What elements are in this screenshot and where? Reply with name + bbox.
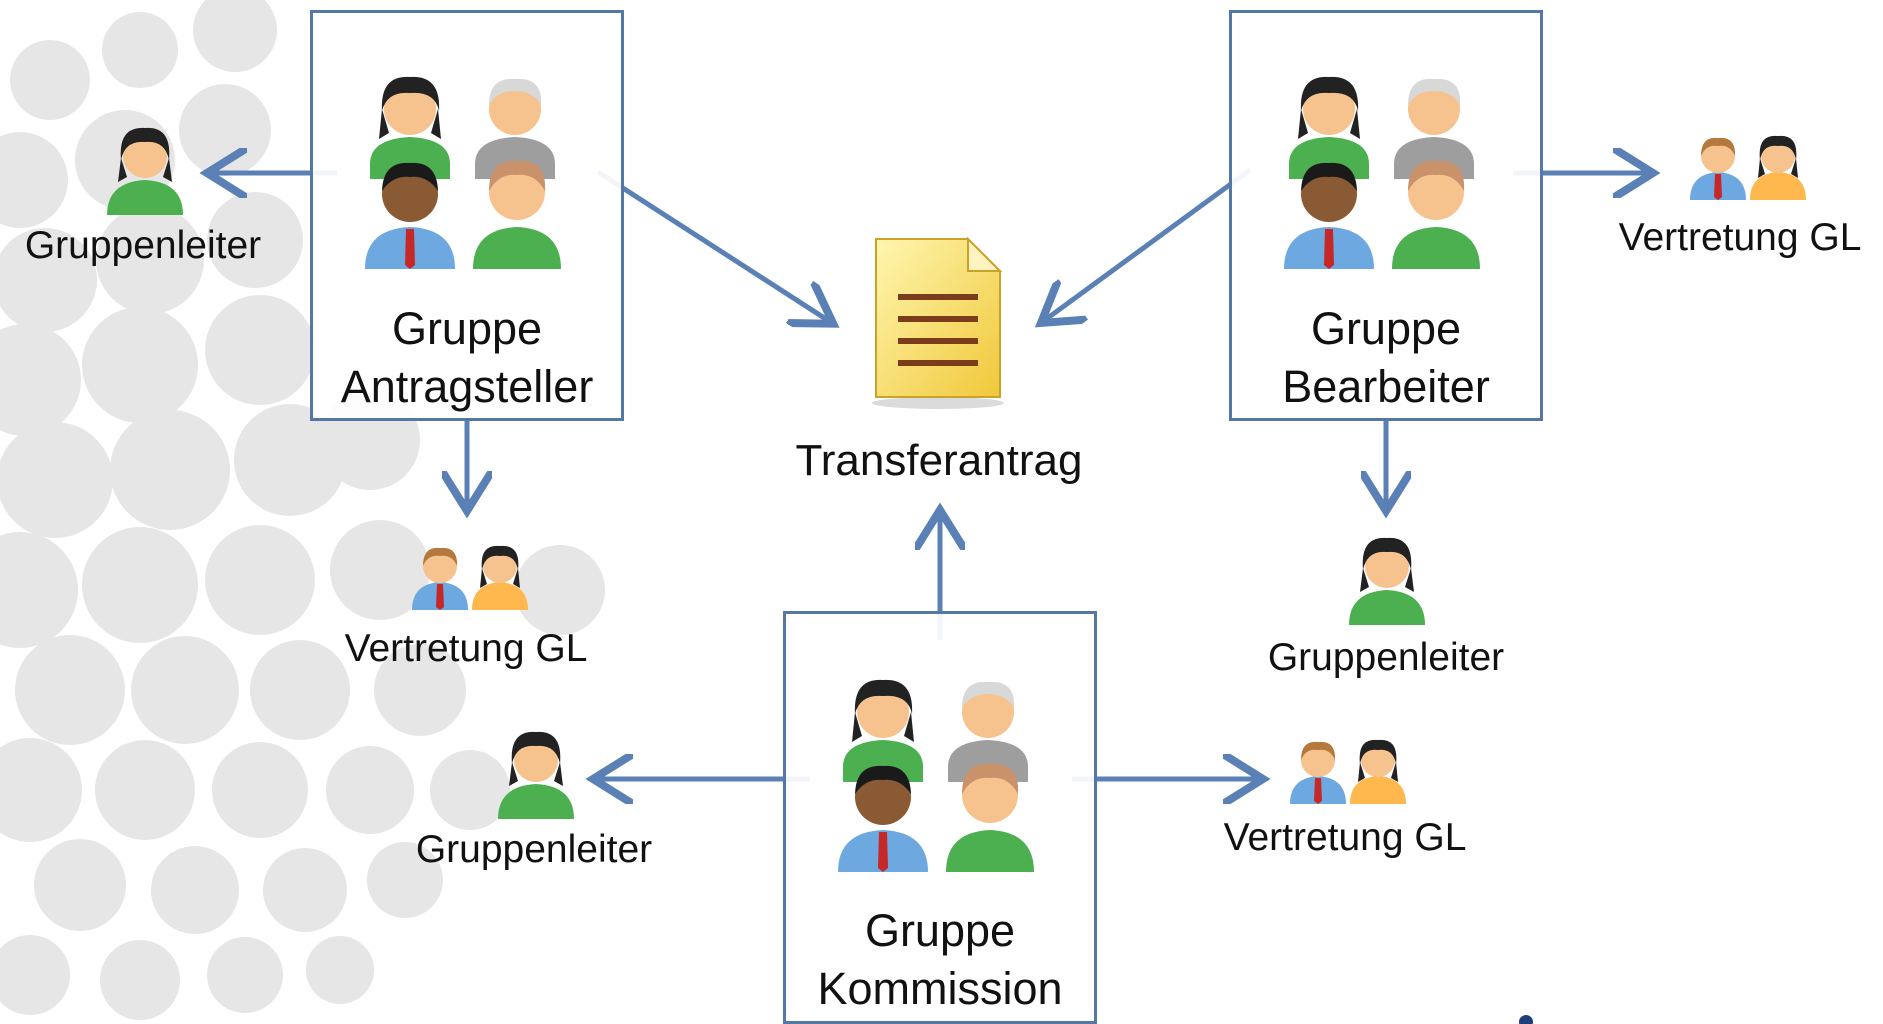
person-woman-icon: [107, 127, 183, 215]
deputy-pair-icon: [1290, 739, 1406, 804]
group-people-icon: [365, 76, 561, 269]
group-people-icon: [1284, 76, 1480, 269]
kommission-leader-label: Gruppenleiter: [415, 828, 653, 871]
group-bearbeiter-label-1: Gruppe: [1310, 303, 1462, 354]
antragsteller-deputy-label: Vertretung GL: [344, 627, 588, 670]
antragsteller-leader-label: Gruppenleiter: [24, 224, 262, 267]
kommission-deputy-label: Vertretung GL: [1223, 816, 1467, 859]
decorative-dot: [1519, 1015, 1533, 1024]
arrow-antragsteller-doc: [596, 169, 829, 321]
bearbeiter-deputy-label: Vertretung GL: [1618, 216, 1862, 259]
group-kommission-label-2: Kommission: [817, 963, 1063, 1014]
group-kommission-box[interactable]: Gruppe Kommission: [783, 611, 1097, 1024]
group-people-icon: [838, 679, 1034, 872]
person-woman-icon: [498, 731, 574, 819]
group-bearbeiter-label-2: Bearbeiter: [1282, 361, 1490, 412]
arrow-bearbeiter-doc: [1045, 167, 1252, 320]
group-bearbeiter-box[interactable]: Gruppe Bearbeiter: [1229, 10, 1543, 421]
deputy-pair-icon: [412, 545, 528, 610]
person-woman-icon: [1349, 537, 1425, 625]
group-antragsteller-box[interactable]: Gruppe Antragsteller: [310, 10, 624, 421]
group-antragsteller-label-1: Gruppe: [391, 303, 543, 354]
group-kommission-label-1: Gruppe: [864, 905, 1016, 956]
center-document-label: Transferantrag: [795, 436, 1083, 485]
document-note-icon: [872, 236, 1004, 409]
bearbeiter-leader-label: Gruppenleiter: [1267, 636, 1505, 679]
group-antragsteller-label-2: Antragsteller: [340, 361, 594, 412]
deputy-pair-icon: [1690, 135, 1806, 200]
